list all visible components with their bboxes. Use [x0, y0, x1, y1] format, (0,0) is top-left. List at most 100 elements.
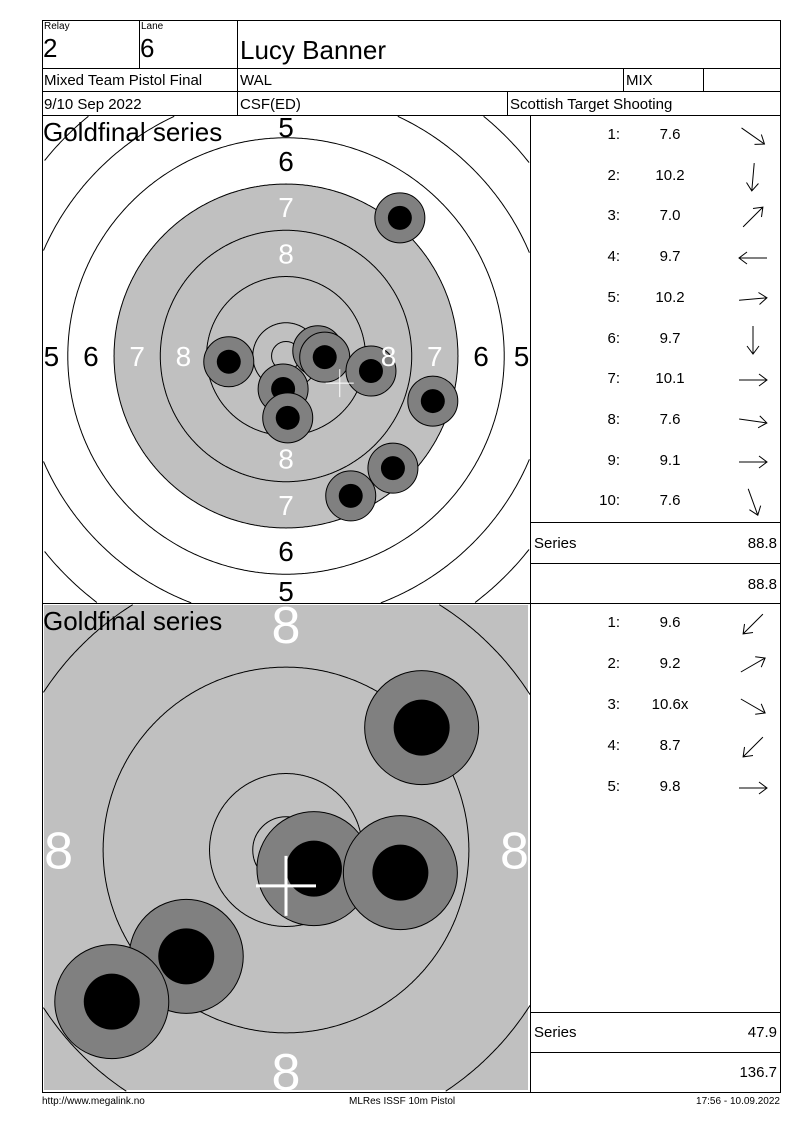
footer-timestamp: 17:56 - 10.09.2022 — [696, 1096, 780, 1107]
shot-hit-core — [312, 345, 337, 370]
footer-software: MLRes ISSF 10m Pistol — [349, 1096, 456, 1107]
target-top-title: Goldfinal series — [43, 117, 223, 147]
shot-row: 5: 10.2 — [530, 289, 780, 329]
direction-arrow-icon — [739, 455, 768, 468]
shot-row: 4: 9.7 — [530, 248, 780, 288]
arrow — [742, 206, 764, 228]
relay-value: 2 — [43, 33, 58, 63]
direction-arrow-icon — [746, 162, 759, 192]
direction-arrow-icon — [739, 415, 768, 429]
divider — [507, 91, 508, 115]
arrow — [747, 488, 762, 517]
shot-number: 10: — [599, 492, 620, 510]
shot-number: 7: — [607, 370, 620, 388]
shot-score: 10.1 — [655, 370, 685, 388]
ring-label: 8 — [381, 341, 397, 372]
arrow — [739, 415, 768, 429]
shot-row: 2:9.2 — [530, 655, 780, 695]
ring-4 — [44, 116, 530, 603]
running-total: 88.8 — [747, 576, 777, 593]
arrow — [739, 373, 768, 387]
direction-arrow-icon — [739, 373, 768, 387]
shot-hit-core — [338, 483, 363, 508]
arrow-shape — [740, 656, 766, 673]
ring-label: 6 — [83, 341, 99, 372]
arrow — [739, 455, 768, 468]
shot-row: 1:7.6 — [530, 126, 780, 166]
shot-score: 10.2 — [655, 288, 685, 306]
shot-hit-core — [83, 973, 140, 1030]
arrow-shape — [738, 251, 767, 265]
ring-label: 5 — [278, 576, 294, 603]
ring-label: 8 — [500, 823, 529, 881]
ring-5 — [43, 116, 530, 603]
direction-arrow-icon — [742, 206, 764, 228]
footer-url[interactable]: http://www.megalink.no — [42, 1096, 145, 1107]
ring-8 — [43, 604, 530, 1092]
shot-number: 9: — [607, 451, 620, 469]
shot-score: 10.6x — [651, 696, 689, 713]
sheet-frame — [42, 20, 781, 1093]
shot-hit-core — [216, 349, 241, 374]
arrow — [742, 736, 764, 758]
arrow-shape — [747, 488, 762, 517]
ring-label: 6 — [278, 536, 294, 567]
shot-row: 5:9.8 — [530, 778, 780, 818]
shot-score: 9.2 — [659, 655, 681, 672]
arrow — [740, 698, 766, 715]
arrow — [738, 251, 767, 265]
ring-label: 8 — [272, 1044, 301, 1092]
target-bottom-title: Goldfinal series — [43, 606, 223, 636]
arrow-shape — [741, 127, 766, 145]
shot-score: 7.6 — [659, 126, 681, 143]
shot-hit-core — [420, 389, 445, 414]
arrow-shape — [739, 373, 768, 387]
shot-score: 8.7 — [659, 737, 681, 754]
relay-label: Relay — [44, 21, 70, 32]
shot-score: 10.2 — [655, 166, 685, 184]
ring-label: 7 — [278, 490, 294, 521]
nation: WAL — [240, 72, 272, 89]
divider — [237, 20, 238, 115]
direction-arrow-icon — [739, 781, 768, 795]
ring-label: 5 — [278, 116, 294, 143]
arrow-shape — [746, 325, 760, 355]
arrow-shape — [742, 736, 764, 758]
ring-8 — [159, 229, 413, 483]
arrow-shape — [739, 781, 768, 795]
shot-row: 1:9.6 — [530, 613, 780, 654]
aiming-black — [114, 184, 458, 528]
series-total: 47.9 — [747, 1024, 777, 1041]
direction-arrow-icon — [742, 613, 764, 635]
shot-hit-core — [393, 699, 450, 756]
ring-label: 7 — [278, 192, 294, 223]
shot-number: 4: — [607, 248, 620, 266]
arrow-shape — [746, 162, 759, 192]
ring-label: 5 — [44, 341, 60, 372]
shot-number: 5: — [607, 288, 620, 306]
series-row-top: Series 88.8 — [530, 522, 780, 563]
arrow-shape — [739, 291, 768, 305]
divider — [703, 68, 704, 91]
shot-row: 4:8.7 — [530, 736, 780, 777]
shot-number: 6: — [607, 329, 620, 347]
total-row-bottom: 136.7 — [530, 1052, 780, 1092]
direction-arrow-icon — [739, 291, 768, 305]
shot-hit-core — [285, 840, 342, 897]
series-label: Series — [534, 535, 577, 552]
ring-label: 8 — [278, 444, 294, 475]
arrow — [740, 656, 766, 673]
shot-hit-core — [387, 205, 412, 230]
date: 9/10 Sep 2022 — [44, 96, 142, 113]
divider — [623, 68, 624, 91]
shot-score: 9.7 — [659, 248, 681, 266]
shot-row: 3:10.6x — [530, 696, 780, 736]
shot-hit-core — [380, 456, 405, 481]
ring-label: 8 — [176, 341, 192, 372]
ring-label: 8 — [278, 238, 294, 269]
shot-row: 9:9.1 — [530, 452, 780, 492]
shot-score: 7.0 — [659, 207, 681, 225]
arrow-shape — [739, 455, 768, 468]
shot-hit-core — [358, 359, 383, 384]
